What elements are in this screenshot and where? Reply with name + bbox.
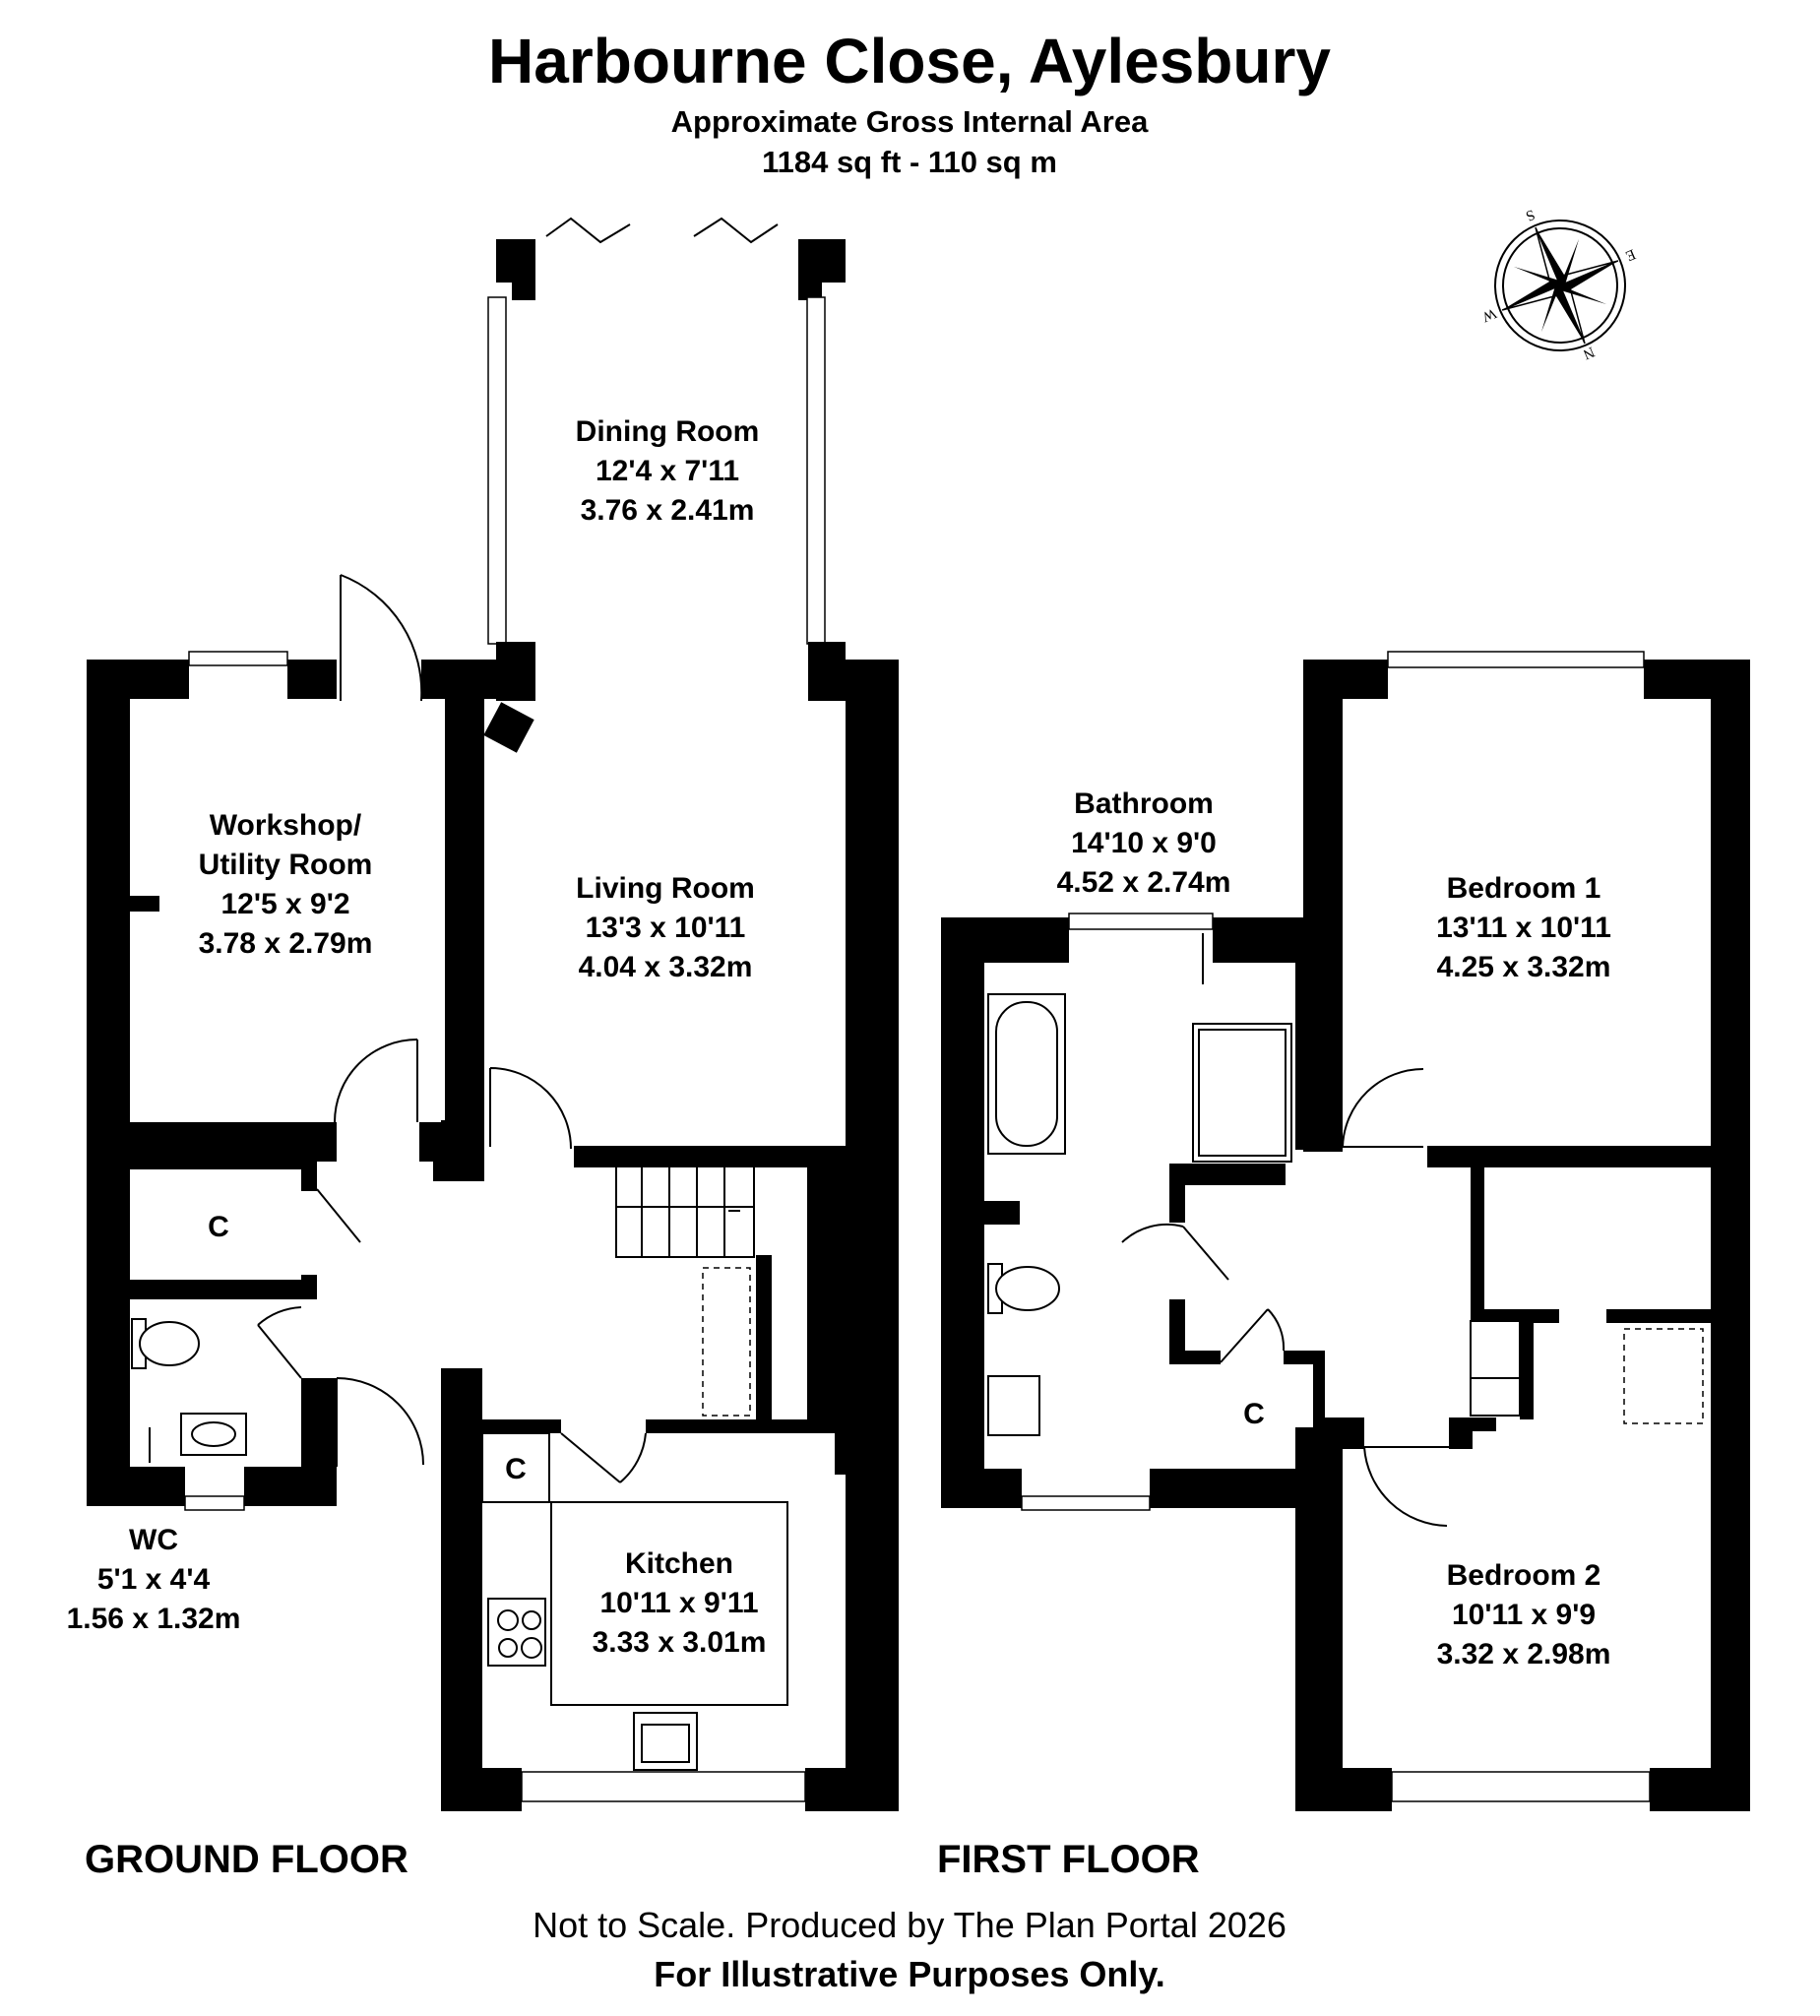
- room-metric: 3.33 x 3.01m: [593, 1626, 767, 1659]
- room-name: WC: [129, 1524, 178, 1556]
- room-imperial: 10'11 x 9'11: [599, 1587, 758, 1619]
- cupboard-first-label: C: [1243, 1398, 1265, 1430]
- room-name: Bedroom 1: [1447, 872, 1601, 905]
- room-metric: 4.04 x 3.32m: [579, 951, 753, 983]
- room-metric: 1.56 x 1.32m: [67, 1603, 241, 1635]
- plan-title: Harbourne Close, Aylesbury: [488, 26, 1331, 96]
- cupboard-ground-label: C: [208, 1211, 229, 1243]
- room-imperial: 5'1 x 4'4: [97, 1563, 211, 1596]
- compass-rose-icon: N S E W: [1478, 206, 1638, 361]
- room-metric: 4.25 x 3.32m: [1437, 951, 1611, 983]
- room-bedroom-2: Bedroom 2 10'11 x 9'9 3.32 x 2.98m: [1437, 1559, 1611, 1670]
- room-imperial: 10'11 x 9'9: [1452, 1599, 1596, 1631]
- compass-w: W: [1478, 304, 1498, 325]
- room-metric: 3.78 x 2.79m: [199, 927, 373, 960]
- footer-purpose: For Illustrative Purposes Only.: [654, 1954, 1164, 1994]
- room-name-line2: Utility Room: [199, 849, 373, 881]
- ground-floor-label: GROUND FLOOR: [85, 1838, 408, 1881]
- room-metric: 3.32 x 2.98m: [1437, 1638, 1611, 1670]
- room-name-line1: Workshop/: [210, 809, 362, 842]
- room-dining-room: Dining Room 12'4 x 7'11 3.76 x 2.41m: [576, 415, 760, 527]
- area-value: 1184 sq ft - 110 sq m: [762, 145, 1057, 179]
- room-wc: WC 5'1 x 4'4 1.56 x 1.32m: [67, 1524, 241, 1635]
- room-metric: 4.52 x 2.74m: [1057, 866, 1231, 899]
- room-imperial: 13'3 x 10'11: [586, 912, 746, 944]
- room-kitchen: Kitchen 10'11 x 9'11 3.33 x 3.01m: [593, 1547, 767, 1659]
- room-name: Dining Room: [576, 415, 760, 448]
- room-bathroom: Bathroom 14'10 x 9'0 4.52 x 2.74m: [1057, 788, 1231, 899]
- room-name: Kitchen: [625, 1547, 733, 1580]
- room-imperial: 12'5 x 9'2: [220, 888, 349, 920]
- cupboard-kitchen-label: C: [505, 1453, 527, 1485]
- room-metric: 3.76 x 2.41m: [581, 494, 755, 527]
- compass-s: S: [1524, 206, 1538, 223]
- room-workshop: Workshop/ Utility Room 12'5 x 9'2 3.78 x…: [199, 809, 373, 960]
- room-name: Bathroom: [1074, 788, 1214, 820]
- first-floor-label: FIRST FLOOR: [937, 1838, 1200, 1881]
- room-name: Living Room: [576, 872, 755, 905]
- room-living-room: Living Room 13'3 x 10'11 4.04 x 3.32m: [576, 872, 755, 983]
- room-bedroom-1: Bedroom 1 13'11 x 10'11 4.25 x 3.32m: [1436, 872, 1611, 983]
- room-imperial: 14'10 x 9'0: [1071, 827, 1217, 859]
- first-floor-plan: [941, 651, 1750, 1811]
- footer-disclaimer: Not to Scale. Produced by The Plan Porta…: [533, 1905, 1287, 1945]
- room-name: Bedroom 2: [1447, 1559, 1601, 1592]
- room-imperial: 13'11 x 10'11: [1436, 912, 1611, 944]
- ground-floor-plan: [87, 217, 899, 1811]
- area-label: Approximate Gross Internal Area: [671, 104, 1149, 139]
- room-imperial: 12'4 x 7'11: [596, 455, 739, 487]
- compass-e: E: [1623, 245, 1638, 263]
